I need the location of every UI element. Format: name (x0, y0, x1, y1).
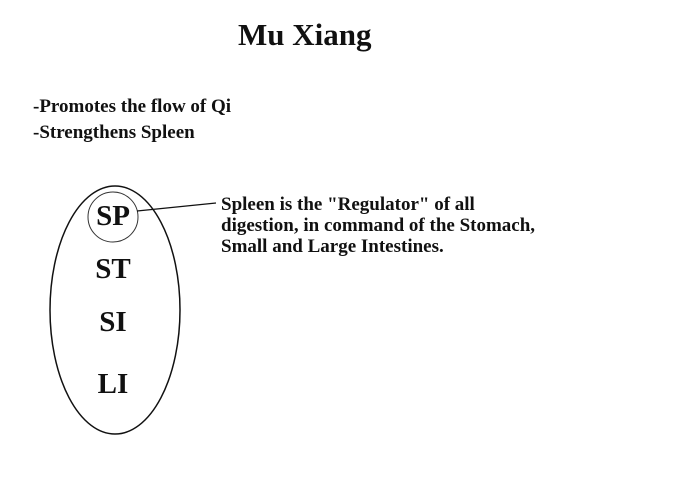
organ-label-si: SI (99, 306, 127, 338)
organ-label-st: ST (95, 253, 131, 285)
spleen-highlight-circle (87, 191, 139, 243)
organ-label-sp: SP (96, 200, 130, 232)
page-title: Mu Xiang (238, 17, 372, 52)
note-line-3: Small and Large Intestines. (221, 236, 444, 257)
note-line-2: digestion, in command of the Stomach, (221, 215, 536, 236)
organ-label-li: LI (97, 368, 129, 400)
note-line-1: Spleen is the "Regulator" of all (221, 194, 475, 215)
bullet-strengthens-spleen: -Strengthens Spleen (33, 122, 195, 143)
bullet-promotes-qi: -Promotes the flow of Qi (33, 96, 232, 117)
organ-group-ellipse (49, 185, 181, 435)
callout-line (136, 202, 217, 212)
